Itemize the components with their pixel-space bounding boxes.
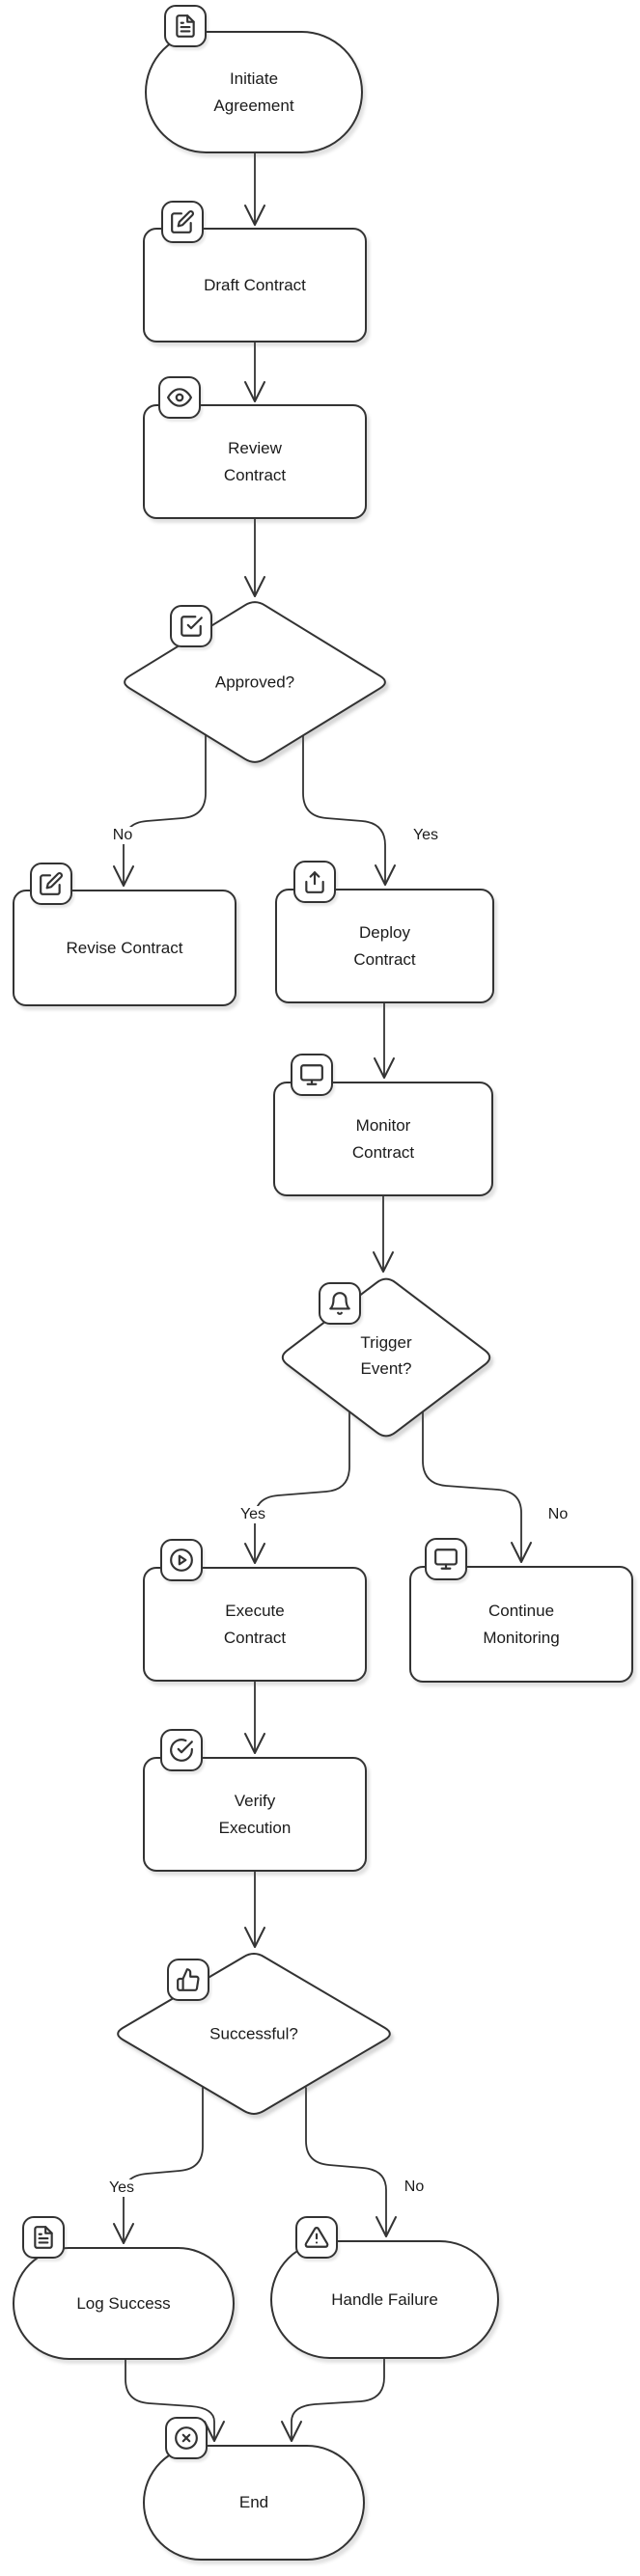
- node-draft-contract: Draft Contract: [143, 228, 367, 343]
- edge-trigger-execute-yes: [244, 1411, 350, 1564]
- node-review-contract: Review Contract: [143, 404, 367, 519]
- node-handle-failure: Handle Failure: [270, 2240, 499, 2359]
- node-label: Handle Failure: [331, 2289, 438, 2309]
- node-label: Execute Contract: [223, 1602, 287, 1647]
- icon-badge: [319, 1282, 361, 1325]
- edge-handlefailure-end: [281, 2358, 385, 2442]
- edge-logsuccess-end: [125, 2359, 225, 2442]
- check-square-icon: [181, 616, 203, 637]
- node-label: Initiate Agreement: [213, 69, 294, 115]
- decision-trigger-event: Trigger Event?: [360, 1332, 412, 1378]
- icon-badge: [158, 376, 201, 419]
- decision-approved: Approved?: [214, 672, 295, 692]
- bell-icon: [329, 1292, 350, 1315]
- edge-trigger-continue-no: [422, 1411, 532, 1563]
- x-circle-icon: [175, 2426, 198, 2450]
- edge-label-yes: Yes: [412, 827, 439, 843]
- edge-label-no: No: [547, 1506, 569, 1522]
- eye-icon: [167, 388, 192, 407]
- file-text-icon: [176, 14, 195, 38]
- node-execute-contract: Execute Contract: [143, 1567, 367, 1682]
- edge-successful-logsuccess-yes: [113, 2087, 204, 2244]
- node-label: End: [238, 2493, 269, 2512]
- upload-icon: [305, 871, 324, 893]
- node-label: Deploy Contract: [353, 923, 416, 969]
- node-label: Monitor Contract: [351, 1116, 415, 1162]
- edge-label-no: No: [403, 2179, 425, 2195]
- icon-badge: [291, 1054, 333, 1096]
- icon-badge: [30, 863, 72, 905]
- alert-triangle-icon: [304, 2227, 329, 2248]
- node-label: Draft Contract: [204, 275, 306, 294]
- play-circle-icon: [170, 1548, 193, 1572]
- icon-badge: [295, 2216, 338, 2259]
- file-text-icon: [34, 2226, 53, 2249]
- edge-label-yes: Yes: [104, 2179, 139, 2197]
- node-label: Continue Monitoring: [483, 1602, 560, 1647]
- node-initiate-agreement: Initiate Agreement: [145, 31, 363, 153]
- node-monitor-contract: Monitor Contract: [273, 1082, 493, 1196]
- monitor-icon: [300, 1064, 323, 1085]
- icon-badge: [22, 2216, 65, 2259]
- icon-badge: [165, 2417, 208, 2459]
- edge-label-yes: Yes: [236, 1506, 270, 1523]
- decision-successful: Successful?: [209, 2024, 298, 2043]
- node-continue-monitoring: Continue Monitoring: [409, 1566, 633, 1683]
- node-label: Log Success: [76, 2293, 171, 2313]
- icon-badge: [425, 1538, 467, 1580]
- node-verify-execution: Verify Execution: [143, 1757, 367, 1872]
- icon-badge: [160, 1539, 203, 1581]
- node-revise-contract: Revise Contract: [13, 890, 237, 1006]
- icon-badge: [161, 201, 204, 243]
- monitor-icon: [434, 1548, 458, 1570]
- node-log-success: Log Success: [13, 2247, 235, 2360]
- icon-badge: [170, 605, 212, 647]
- edit-icon: [171, 210, 194, 233]
- node-deploy-contract: Deploy Contract: [275, 889, 494, 1003]
- check-circle-icon: [170, 1739, 193, 1762]
- edge-label-no: No: [108, 827, 137, 844]
- node-label: Verify Execution: [218, 1792, 292, 1837]
- node-end: End: [143, 2445, 365, 2561]
- icon-badge: [293, 861, 336, 903]
- thumbs-up-icon: [177, 1968, 200, 1991]
- icon-badge: [160, 1729, 203, 1771]
- edge-successful-handlefailure-no: [305, 2087, 397, 2237]
- icon-badge: [164, 5, 207, 47]
- edge-approved-deploy-yes: [302, 734, 396, 886]
- node-label: Revise Contract: [66, 938, 183, 957]
- node-label: Review Contract: [223, 439, 287, 484]
- edge-approved-revise-no: [113, 734, 207, 887]
- icon-badge: [167, 1959, 209, 2001]
- edit-icon: [40, 872, 63, 895]
